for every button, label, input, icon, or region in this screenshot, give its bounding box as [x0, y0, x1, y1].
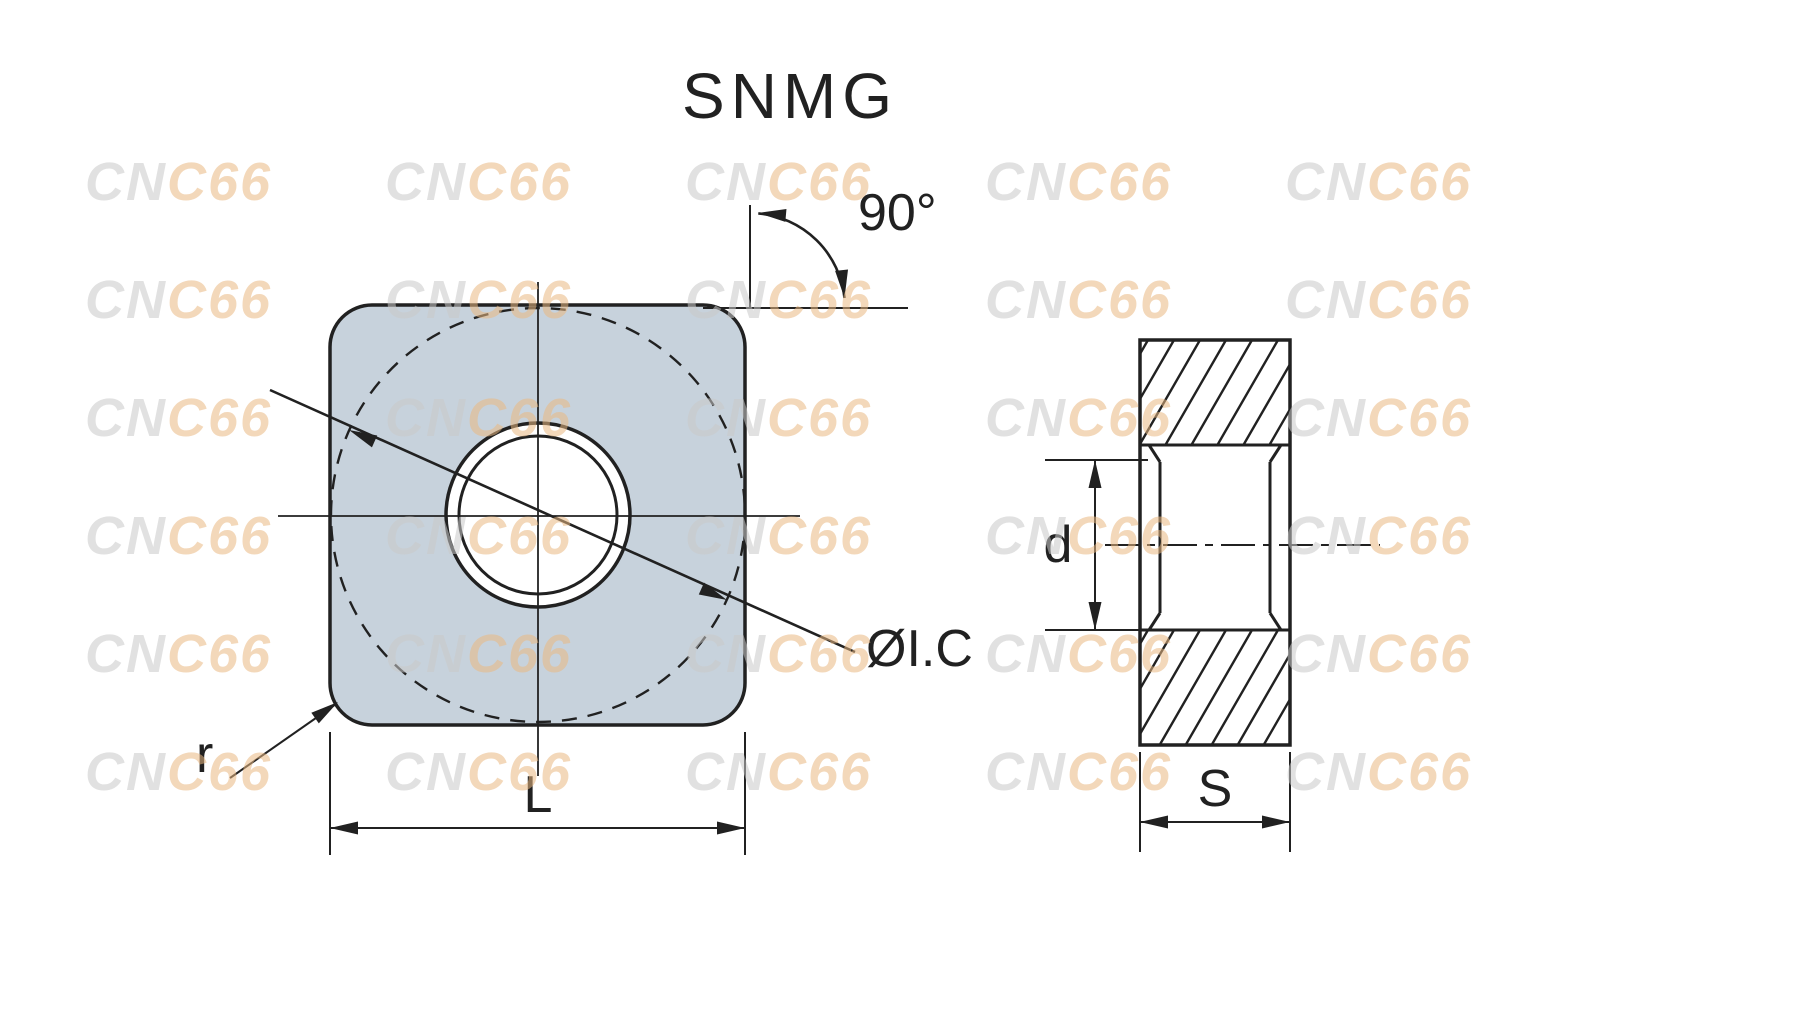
length-arrow-right: [717, 821, 745, 835]
radius-arrow: [311, 702, 338, 724]
thickness-arrow-right: [1262, 815, 1290, 829]
hole-chamfer-bottom-right: [1268, 612, 1283, 631]
angle-arc: [758, 212, 846, 299]
watermark-text: CNC66: [85, 742, 272, 802]
ic-arrow-lower: [698, 582, 727, 600]
front-view-group: ØI.C 90° r L: [196, 184, 973, 855]
watermark-text: CNC66: [1285, 742, 1472, 802]
hole-diameter-arrow-bottom: [1088, 602, 1102, 630]
side-body: [1138, 338, 1292, 747]
angle-arrow-end: [835, 269, 849, 298]
thickness-arrow-left: [1140, 815, 1168, 829]
side-view-group: d S: [1044, 338, 1380, 852]
watermark-text: CNC66: [685, 152, 872, 212]
watermark-text: CNC66: [1285, 270, 1472, 330]
watermark-text: CNC66: [385, 152, 572, 212]
watermark-text: CNC66: [1285, 388, 1472, 448]
watermark-text: CNC66: [985, 270, 1172, 330]
drawing-title: SNMG: [682, 60, 898, 132]
length-arrow-left: [330, 821, 358, 835]
watermark-text: CNC66: [85, 506, 272, 566]
watermark-text: CNC66: [85, 152, 272, 212]
hole-diameter-label: d: [1044, 516, 1073, 574]
watermark-text: CNC66: [1285, 624, 1472, 684]
hole-chamfer-top-right: [1268, 444, 1283, 463]
hole-chamfer-top-left: [1147, 444, 1162, 463]
thickness-label: S: [1198, 760, 1233, 818]
corner-radius-label: r: [196, 726, 213, 784]
angle-arrow-start: [758, 208, 787, 222]
ic-arrow-upper: [349, 430, 378, 448]
length-label: L: [524, 766, 553, 824]
watermark-text: CNC66: [85, 624, 272, 684]
watermark-text: CNC66: [985, 742, 1172, 802]
watermark-text: CNC66: [685, 742, 872, 802]
hatch-top: [1138, 339, 1292, 446]
watermark-text: CNC66: [85, 388, 272, 448]
hole-diameter-arrow-top: [1088, 460, 1102, 488]
hatch-bottom: [1138, 629, 1292, 746]
inscribed-circle-label: ØI.C: [866, 620, 973, 678]
watermark-text: CNC66: [1285, 506, 1472, 566]
watermark-text: CNC66: [85, 270, 272, 330]
watermark-text: CNC66: [985, 152, 1172, 212]
angle-label: 90°: [858, 184, 937, 242]
watermark-text: CNC66: [1285, 152, 1472, 212]
hole-chamfer-bottom-left: [1147, 612, 1162, 631]
